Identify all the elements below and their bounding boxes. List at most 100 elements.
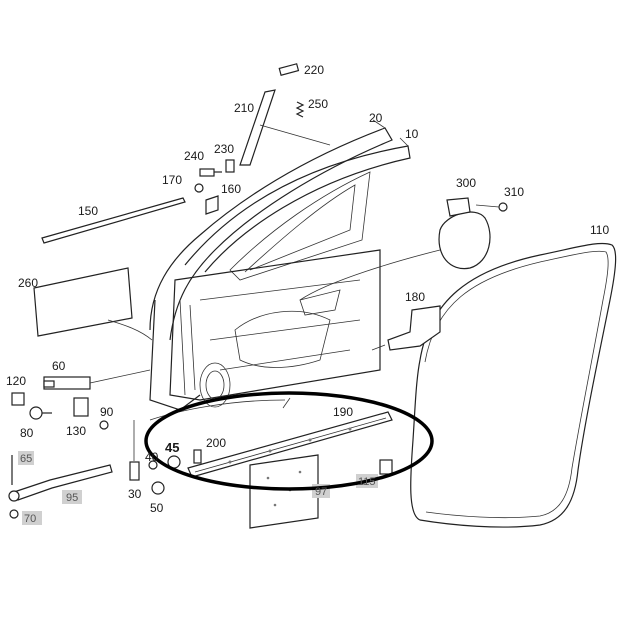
door-assembly <box>149 127 411 411</box>
part-120 <box>11 392 25 406</box>
label-90: 90 <box>100 405 114 419</box>
label-115: 115 <box>358 476 376 488</box>
part-230 <box>225 159 235 173</box>
label-170: 170 <box>162 173 182 187</box>
part-260 <box>33 267 153 341</box>
label-190: 190 <box>333 405 353 419</box>
label-150: 150 <box>78 204 98 218</box>
label-180: 180 <box>405 290 425 304</box>
hinge-pillar <box>179 299 196 396</box>
door-frame-outer <box>149 127 393 341</box>
bolt-80 <box>29 406 43 420</box>
part-150 <box>41 197 186 244</box>
label-95: 95 <box>66 492 78 504</box>
label-45: 45 <box>165 440 179 455</box>
door-panel-ribs <box>199 279 361 371</box>
door-seal-110-inner <box>424 250 609 519</box>
bolt-170 <box>194 183 204 193</box>
screw-90 <box>99 420 109 430</box>
screw-240 <box>199 168 215 177</box>
label-box-95 <box>62 490 82 504</box>
part-210 <box>239 89 276 166</box>
part-110 <box>410 242 617 528</box>
label-10: 10 <box>405 127 419 141</box>
label-65: 65 <box>20 453 32 465</box>
clip-230 <box>225 159 235 173</box>
leader-10 <box>399 137 409 147</box>
clip-220 <box>278 63 300 76</box>
latch-30 <box>129 461 140 481</box>
label-80: 80 <box>20 426 34 440</box>
door-seal-110 <box>410 242 617 528</box>
part-50 <box>151 481 165 495</box>
clip-115 <box>379 459 393 475</box>
highlight-ellipse <box>144 391 434 491</box>
sill-dot <box>228 460 232 464</box>
part-310 <box>475 202 508 212</box>
part-200 <box>193 449 202 464</box>
label-300: 300 <box>456 176 476 190</box>
part-60 <box>43 369 151 390</box>
sill-dot <box>348 427 352 431</box>
clip-200 <box>193 449 202 464</box>
leader-180 <box>371 344 386 351</box>
plate-dot <box>273 503 277 507</box>
leader-60 <box>89 369 151 384</box>
part-220 <box>278 63 300 76</box>
label-50: 50 <box>150 501 164 515</box>
strut-95-eye <box>8 490 20 502</box>
plate-dot <box>266 476 270 480</box>
label-110: 110 <box>590 223 609 237</box>
speaker-inner <box>205 370 225 400</box>
door-inner-panel <box>169 249 381 401</box>
part-170 <box>194 183 204 193</box>
strip-150 <box>41 197 186 244</box>
regulator-motor <box>299 289 341 316</box>
window-frame-10 <box>184 145 411 273</box>
label-230: 230 <box>214 142 234 156</box>
leader-20 <box>372 119 386 129</box>
spring-250 <box>295 101 305 118</box>
part-80 <box>29 406 52 420</box>
leader-310 <box>475 204 500 208</box>
leader-210 <box>259 124 331 146</box>
label-97: 97 <box>315 486 327 498</box>
label-box-70 <box>22 511 42 525</box>
label-210: 210 <box>234 101 254 115</box>
mirror-cover-300 <box>438 211 491 270</box>
label-60: 60 <box>52 359 66 373</box>
part-130 <box>73 397 89 417</box>
part-240 <box>199 168 222 177</box>
label-130: 130 <box>66 424 86 438</box>
bolt-50 <box>151 481 165 495</box>
window-regulator <box>234 310 331 368</box>
part-70 <box>9 509 42 525</box>
part-30 <box>129 420 140 481</box>
window-glass <box>244 184 356 273</box>
label-240: 240 <box>184 149 204 163</box>
handle-60-cap <box>43 380 55 388</box>
plate-dot <box>298 470 302 474</box>
part-65 <box>11 451 34 485</box>
screw-310 <box>498 202 508 212</box>
strut-95 <box>13 464 113 501</box>
leader-arrow <box>282 397 291 409</box>
speaker-opening <box>199 362 231 408</box>
trim-strip-210 <box>239 89 276 166</box>
part-160 <box>205 195 219 215</box>
bracket-160 <box>205 195 219 215</box>
part-180 <box>371 305 441 351</box>
panel-260 <box>33 267 133 337</box>
leader-260 <box>107 319 153 341</box>
part-40 <box>148 460 158 470</box>
part-120-block <box>11 392 25 406</box>
clip-130 <box>73 397 89 417</box>
sill-strip-190-line <box>194 417 387 473</box>
label-310: 310 <box>504 185 524 199</box>
label-box-65 <box>18 451 34 465</box>
label-250: 250 <box>308 97 328 111</box>
label-160: 160 <box>221 182 241 196</box>
sill-dot <box>268 449 272 453</box>
